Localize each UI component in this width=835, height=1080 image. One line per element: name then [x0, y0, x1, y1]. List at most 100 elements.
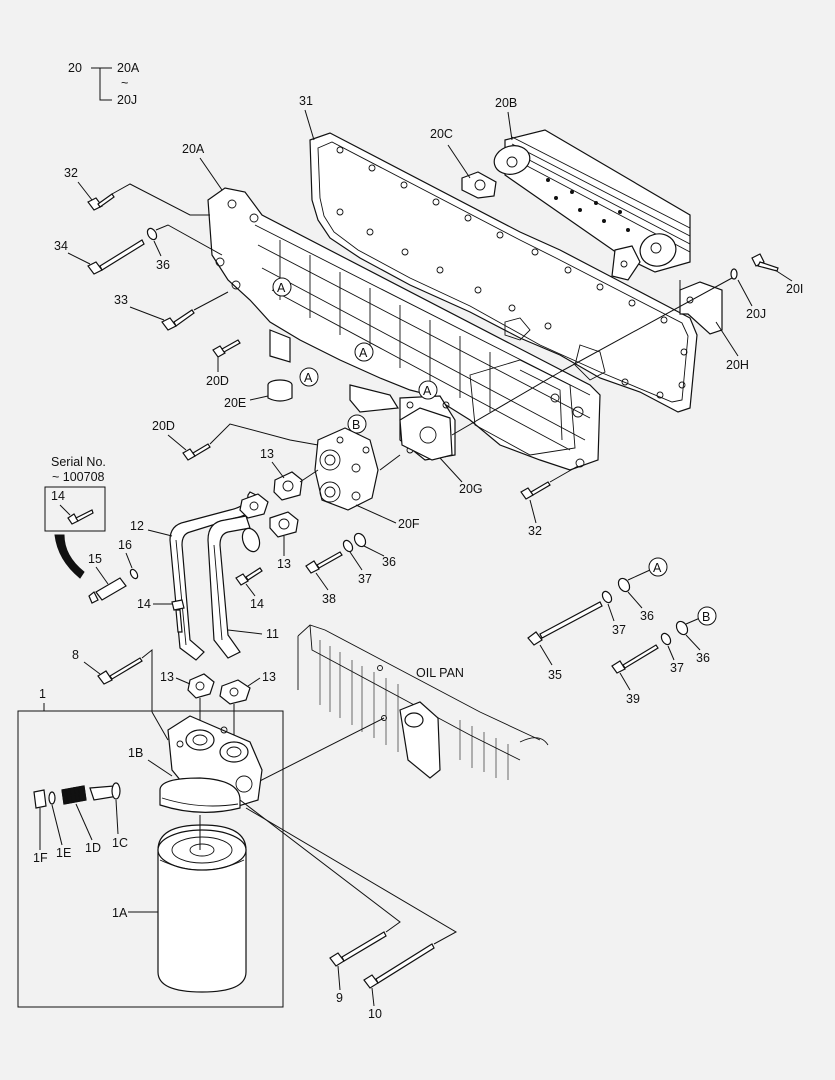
label-1C: 1C	[112, 836, 128, 850]
washer-36-right-b: 36	[675, 617, 710, 665]
label-20A-range-start: 20A	[117, 61, 140, 75]
label-36-mid: 36	[382, 555, 396, 569]
label-8: 8	[72, 648, 79, 662]
bolt-9: 9	[239, 799, 401, 1005]
bolt-20I: 20I	[751, 253, 803, 296]
label-12: 12	[130, 519, 144, 533]
plug-20E: 20E	[224, 379, 293, 410]
label-9: 9	[336, 991, 343, 1005]
label-1A: 1A	[112, 906, 128, 920]
gasket-20C: 20C	[430, 127, 497, 199]
washer-20J: 20J	[559, 268, 766, 373]
label-10: 10	[368, 1007, 382, 1021]
label-36-right-a: 36	[640, 609, 654, 623]
svg-text:A: A	[653, 561, 662, 575]
gasket-20G: 20G	[379, 371, 561, 496]
callout-A-4: A	[418, 380, 438, 400]
label-20G: 20G	[459, 482, 483, 496]
label-11: 11	[266, 627, 279, 641]
bolt-32-lower: 32	[520, 465, 579, 538]
label-15: 15	[88, 552, 102, 566]
label-13-mid: 13	[277, 557, 291, 571]
gasket-13-lower-right: 13	[219, 670, 276, 735]
bolt-38: 38	[305, 551, 343, 606]
label-1E: 1E	[56, 846, 71, 860]
label-34: 34	[54, 239, 68, 253]
gasket-13-pipe-top	[239, 493, 269, 519]
label-32-lower: 32	[528, 524, 542, 538]
bolt-20D-lower: 20D	[152, 419, 319, 461]
serial-range: ~ 100708	[52, 470, 105, 484]
callout-A-3: A	[299, 367, 319, 387]
gasket-13-upper: 13	[260, 447, 319, 501]
serial-label: Serial No.	[51, 455, 106, 469]
label-37-mid: 37	[358, 572, 372, 586]
label-31: 31	[299, 94, 313, 108]
bolt-10: 10	[245, 807, 458, 1021]
svg-text:B: B	[702, 610, 710, 624]
label-13-upper: 13	[260, 447, 274, 461]
bolt-33: 33	[114, 291, 229, 331]
bolt-14-left: 14	[137, 597, 185, 633]
label-20C: 20C	[430, 127, 453, 141]
cooler-core-20B: 20B	[493, 96, 691, 281]
sensor-15: 15	[88, 552, 127, 604]
bolt-8: 8	[72, 648, 169, 741]
svg-text:A: A	[359, 346, 368, 360]
bracket-20H: 20H	[679, 280, 749, 372]
label-14-left: 14	[137, 597, 151, 611]
gasket-13-lower-left: 13	[160, 670, 215, 730]
label-20J-range-end: 20J	[117, 93, 137, 107]
label-33: 33	[114, 293, 128, 307]
washer-36-right-a: 36	[617, 569, 654, 623]
pipe-11: 11	[207, 515, 279, 659]
label-36-right-b: 36	[696, 651, 710, 665]
label-13-lower-right: 13	[262, 670, 276, 684]
svg-text:B: B	[352, 418, 360, 432]
callout-B-2: B	[697, 606, 717, 626]
bolt-14-right: 14	[235, 567, 264, 611]
label-group-20: 20 20A ~ 20J	[68, 61, 140, 107]
label-14-right: 14	[250, 597, 264, 611]
label-35: 35	[548, 668, 562, 682]
label-range-tilde: ~	[121, 76, 128, 90]
label-36-top: 36	[156, 258, 170, 272]
oring-16: 16	[118, 538, 139, 580]
label-20A: 20A	[182, 142, 205, 156]
svg-text:A: A	[304, 371, 313, 385]
label-16: 16	[118, 538, 132, 552]
washer-36-mid: 36	[353, 532, 396, 569]
callout-A-2: A	[354, 342, 374, 362]
washer-36-top: 36	[146, 224, 223, 272]
label-20B: 20B	[495, 96, 517, 110]
callout-A-1: A	[272, 277, 292, 297]
label-20E: 20E	[224, 396, 246, 410]
callout-B-1: B	[347, 414, 367, 434]
label-20I: 20I	[786, 282, 803, 296]
label-1B: 1B	[128, 746, 143, 760]
gasket-31: 31	[299, 94, 698, 413]
bolt-20D-upper: 20D	[206, 339, 241, 388]
washer-37-mid: 37	[342, 539, 372, 586]
label-1F: 1F	[33, 851, 48, 865]
bolt-39: 39	[611, 644, 659, 706]
label-37-right-a: 37	[612, 623, 626, 637]
label-32-top: 32	[64, 166, 78, 180]
label-20F: 20F	[398, 517, 420, 531]
svg-text:A: A	[423, 384, 432, 398]
label-20D-upper: 20D	[206, 374, 229, 388]
label-37-right-b: 37	[670, 661, 684, 675]
callout-A-5: A	[648, 557, 668, 577]
label-38: 38	[322, 592, 336, 606]
svg-text:A: A	[277, 281, 286, 295]
label-1D: 1D	[85, 841, 101, 855]
oil-pan-label: OIL PAN	[416, 666, 464, 680]
label-20D-lower: 20D	[152, 419, 175, 433]
washer-37-right-b: 37	[660, 632, 684, 675]
oil-pan: OIL PAN	[241, 624, 549, 791]
bolt-34: 34	[54, 239, 145, 275]
label-20H: 20H	[726, 358, 749, 372]
label-20J: 20J	[746, 307, 766, 321]
label-1: 1	[39, 687, 46, 701]
label-13-lower-left: 13	[160, 670, 174, 684]
